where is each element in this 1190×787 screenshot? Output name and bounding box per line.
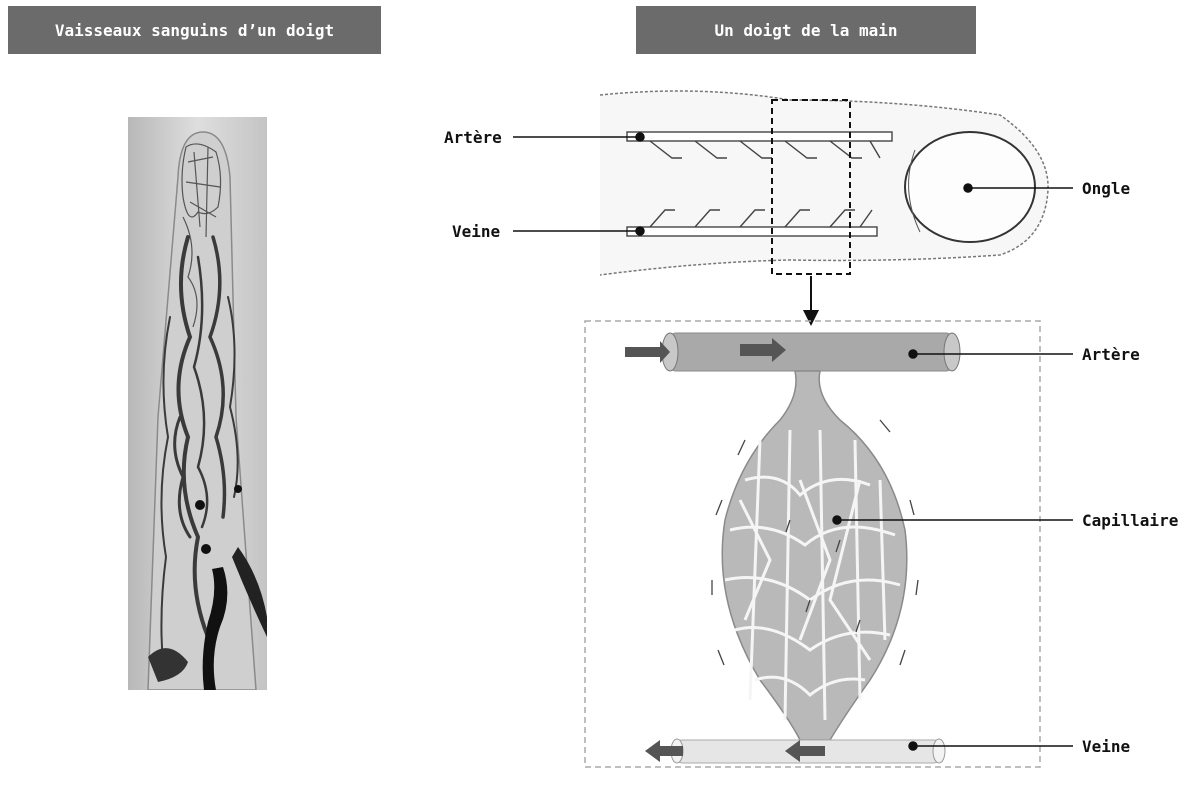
finger-artery-label: Artère (444, 128, 502, 147)
capillary-vein-label: Veine (1082, 737, 1130, 756)
capillary-network (625, 333, 960, 763)
finger-vein-label: Veine (452, 222, 500, 241)
capillary-artery-label: Artère (1082, 345, 1140, 364)
finger-sketch (600, 91, 1048, 318)
nail-label: Ongle (1082, 179, 1130, 198)
capillary-label: Capillaire (1082, 511, 1178, 530)
